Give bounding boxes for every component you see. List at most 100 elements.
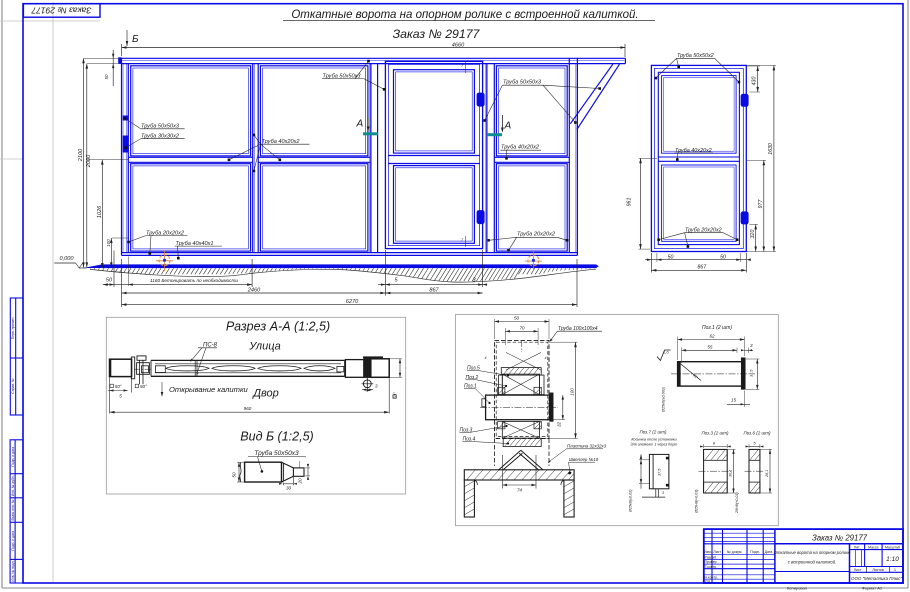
svg-text:1: 1 [894, 568, 896, 572]
svg-text:Изм.: Изм. [704, 550, 712, 554]
svg-text:Дата: Дата [765, 550, 773, 554]
svg-text:50: 50 [514, 316, 520, 321]
svg-text:5: 5 [394, 278, 398, 284]
svg-text:977: 977 [758, 199, 764, 209]
svg-text:Б: Б [132, 34, 139, 45]
svg-text:ПС-8: ПС-8 [203, 343, 218, 349]
svg-text:Труба 40х40х1: Труба 40х40х1 [176, 241, 214, 247]
svg-text:Поз.2: Поз.2 [466, 375, 479, 381]
svg-text:100: 100 [106, 239, 111, 247]
svg-text:62: 62 [709, 334, 715, 339]
svg-text:Поз.3: Поз.3 [460, 427, 473, 433]
svg-text:Ø25Н8(+0,03): Ø25Н8(+0,03) [695, 489, 699, 514]
svg-text:Лист: Лист [854, 568, 862, 572]
svg-text:Труба 50х50х3: Труба 50х50х3 [141, 123, 180, 129]
svg-text:Разраб.: Разраб. [705, 556, 718, 560]
svg-text:8: 8 [713, 441, 716, 446]
svg-text:50°: 50° [140, 384, 147, 389]
svg-text:1026: 1026 [97, 205, 103, 218]
svg-text:3: 3 [662, 491, 664, 495]
svg-text:Труба 50х50х3: Труба 50х50х3 [254, 449, 299, 457]
svg-text:50: 50 [104, 74, 109, 80]
svg-text:Вид Б (1:2,5): Вид Б (1:2,5) [240, 430, 313, 444]
svg-text:Открывание калитки: Открывание калитки [169, 385, 249, 394]
svg-text:№ докум.: № докум. [727, 550, 742, 554]
svg-text:Улица: Улица [248, 341, 281, 353]
svg-text:Ø25к6(±0,02): Ø25к6(±0,02) [629, 489, 633, 513]
svg-text:Подп. и дата: Подп. и дата [11, 447, 15, 467]
svg-text:30: 30 [286, 486, 292, 491]
svg-text:320: 320 [750, 230, 756, 239]
svg-text:Двор: Двор [251, 388, 278, 400]
svg-text:Труба 20х20х2: Труба 20х20х2 [685, 228, 722, 234]
svg-text:3: 3 [472, 278, 476, 284]
svg-text:30,1: 30,1 [729, 470, 733, 477]
svg-text:Труба 30х30х2: Труба 30х30х2 [141, 133, 180, 139]
svg-text:Н.контр.: Н.контр. [705, 576, 718, 580]
svg-text:Труба 50х50х2: Труба 50х50х2 [677, 53, 714, 59]
svg-text:4: 4 [485, 356, 487, 360]
svg-text:26,1: 26,1 [765, 470, 769, 478]
svg-text:50: 50 [106, 278, 113, 284]
svg-text:Заказ № 29177: Заказ № 29177 [393, 27, 481, 41]
svg-text:50°: 50° [115, 384, 122, 389]
svg-text:Перв. примен.: Перв. примен. [11, 317, 15, 340]
svg-text:70: 70 [519, 326, 525, 331]
svg-text:Поз.5: Поз.5 [467, 366, 480, 372]
svg-text:Разрез А-А (1:2,5): Разрез А-А (1:2,5) [226, 320, 330, 334]
svg-text:Поз.1: Поз.1 [464, 383, 477, 389]
svg-text:Лит.: Лит. [854, 545, 860, 549]
svg-text:2100: 2100 [78, 148, 84, 162]
svg-text:Поз.3 (2 шт): Поз.3 (2 шт) [701, 431, 729, 436]
svg-text:1630: 1630 [768, 143, 774, 155]
svg-text:15: 15 [731, 398, 737, 403]
svg-text:50°: 50° [393, 392, 398, 399]
svg-text:6270: 6270 [346, 299, 359, 305]
svg-text:Инв. № подл.: Инв. № подл. [11, 560, 15, 581]
svg-text:Заказ № 29177: Заказ № 29177 [812, 534, 868, 543]
svg-text:Инв. № дубл.: Инв. № дубл. [11, 475, 15, 496]
svg-text:Труба 50х50х3: Труба 50х50х3 [323, 74, 362, 80]
svg-text:4: 4 [545, 356, 547, 360]
svg-text:для элемент 1 через борт: для элемент 1 через борт [631, 443, 678, 447]
svg-text:Поз.1 (2 шт): Поз.1 (2 шт) [702, 325, 732, 331]
svg-text:Заказ № 29177: Заказ № 29177 [31, 6, 91, 16]
svg-text:А: А [356, 119, 364, 130]
svg-text:Труба 50х50х3: Труба 50х50х3 [503, 80, 542, 86]
svg-text:0,000: 0,000 [60, 256, 75, 262]
svg-text:Поз.4: Поз.4 [463, 437, 476, 443]
svg-text:Подп.: Подп. [750, 550, 759, 554]
svg-text:Труба 40х20х2: Труба 40х20х2 [675, 148, 712, 154]
svg-text:3: 3 [375, 384, 378, 389]
svg-text:Откатные ворота на опорном рол: Откатные ворота на опорном ролике с встр… [291, 9, 638, 21]
svg-text:37,5: 37,5 [658, 468, 662, 476]
svg-text:50: 50 [720, 254, 726, 260]
svg-text:Косынка после установки: Косынка после установки [631, 438, 676, 442]
svg-text:Труба 20х20х2: Труба 20х20х2 [517, 232, 556, 238]
svg-text:3: 3 [750, 343, 753, 348]
svg-text:Взам. инв. №: Взам. инв. № [11, 499, 15, 520]
svg-text:100: 100 [570, 388, 575, 396]
svg-text:961: 961 [627, 198, 633, 207]
svg-text:с встроенной калиткой.: с встроенной калиткой. [788, 560, 837, 565]
svg-text:Труба 100х100х4: Труба 100х100х4 [558, 326, 598, 332]
svg-text:867: 867 [429, 288, 439, 294]
svg-text:5: 5 [753, 441, 756, 446]
svg-text:50: 50 [232, 472, 237, 478]
svg-text:Масштаб: Масштаб [885, 545, 900, 549]
svg-text:Справ. №: Справ. № [11, 378, 15, 394]
svg-text:ООО "Металлика Плюс": ООО "Металлика Плюс" [851, 576, 902, 581]
svg-text:867: 867 [697, 265, 707, 271]
svg-text:Копировал: Копировал [787, 586, 808, 591]
svg-text:2460: 2460 [247, 288, 261, 294]
svg-text:Ø25к6(±0,002): Ø25к6(±0,002) [662, 386, 666, 413]
svg-text:Лист: Лист [713, 550, 721, 554]
svg-text:Поз.7 (2 шт): Поз.7 (2 шт) [639, 430, 667, 435]
svg-text:25Н8(+0,03): 25Н8(+0,03) [735, 492, 739, 514]
svg-text:2000: 2000 [86, 154, 92, 168]
svg-text:А: А [504, 121, 512, 132]
svg-text:32: 32 [557, 421, 562, 427]
svg-text:20: 20 [298, 478, 303, 485]
svg-text:Поз.6 (2 шт): Поз.6 (2 шт) [743, 431, 771, 436]
svg-text:74: 74 [517, 487, 523, 492]
